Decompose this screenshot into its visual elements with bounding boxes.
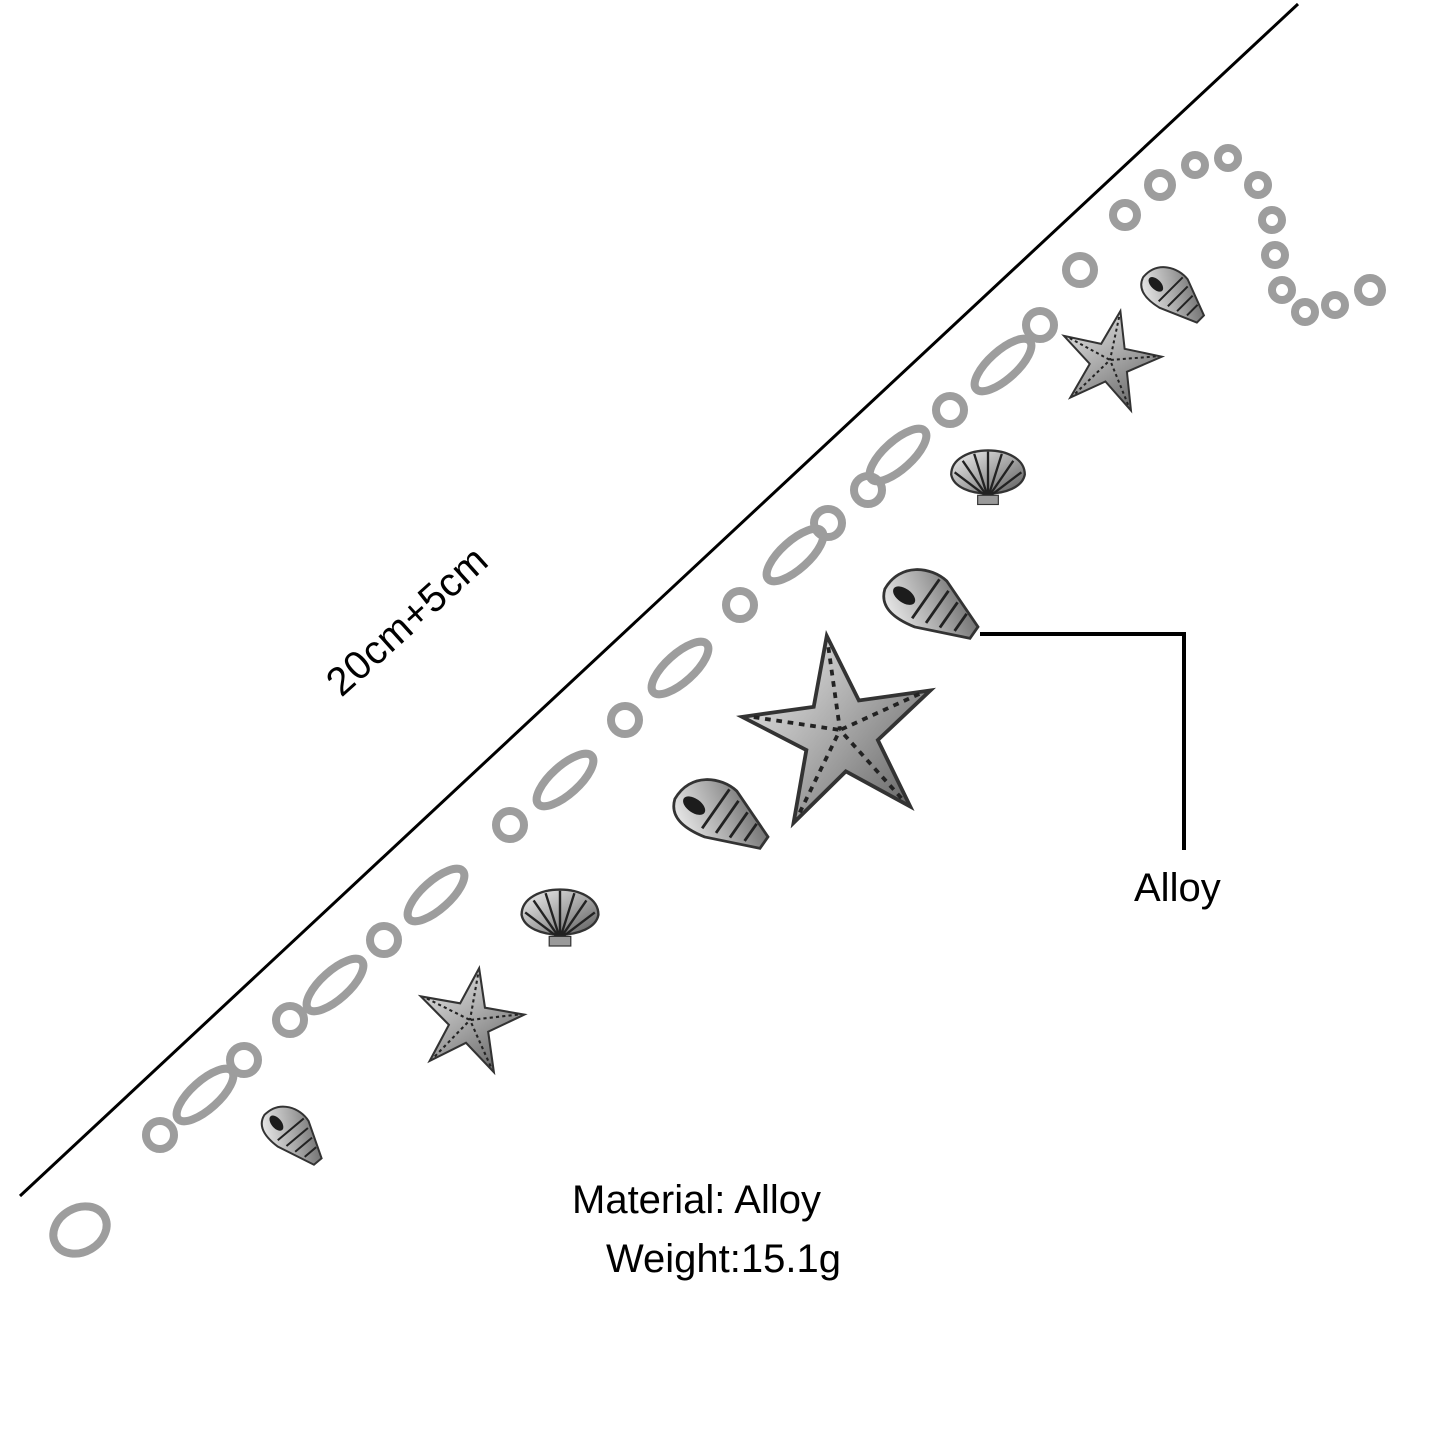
weight-spec: Weight:15.1g: [606, 1237, 841, 1281]
callout-leader-line: [980, 632, 1186, 850]
chain: [49, 144, 1386, 1258]
material-callout-label: Alloy: [1134, 866, 1221, 910]
length-measure-line: [18, 2, 1300, 1198]
material-spec: Material: Alloy: [572, 1178, 821, 1222]
charms: [254, 254, 1216, 1178]
